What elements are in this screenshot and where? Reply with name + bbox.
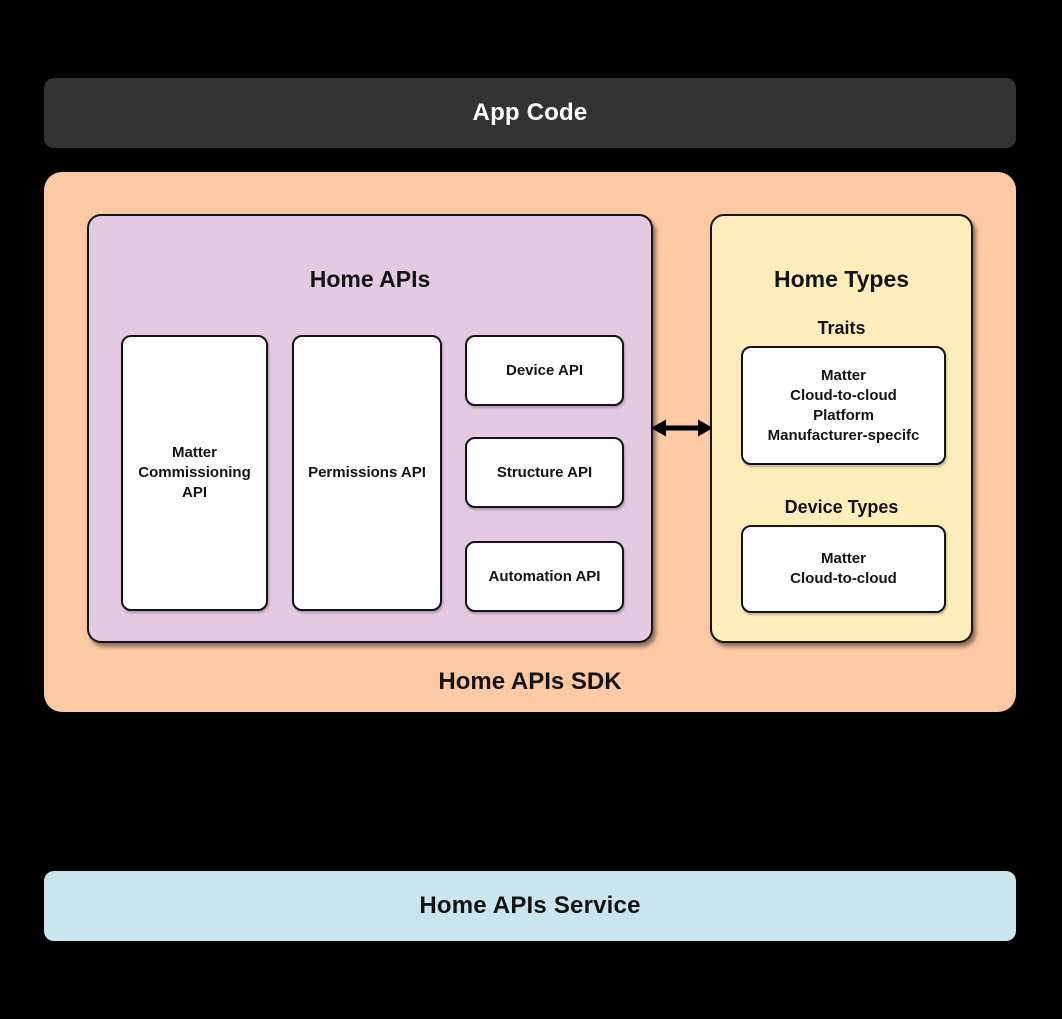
app-code-block: App Code	[44, 78, 1016, 148]
home-apis-sdk-block: Home APIs Matter Commissioning API Permi…	[44, 172, 1016, 712]
home-types-group: Home Types Traits Matter Cloud-to-cloud …	[710, 214, 973, 643]
device-types-card: Matter Cloud-to-cloud	[741, 525, 946, 613]
home-apis-sdk-label: Home APIs SDK	[438, 668, 622, 695]
bidirectional-arrow-icon	[651, 419, 713, 437]
home-apis-service-block: Home APIs Service	[44, 871, 1016, 941]
home-types-title: Home Types	[773, 266, 910, 292]
home-apis-title: Home APIs	[309, 266, 431, 292]
traits-card: Matter Cloud-to-cloud Platform Manufactu…	[741, 346, 946, 465]
automation-api-card: Automation API	[465, 541, 624, 612]
structure-api-card: Structure API	[465, 437, 624, 508]
traits-heading: Traits	[817, 318, 866, 338]
home-apis-service-label: Home APIs Service	[419, 892, 641, 919]
device-api-card: Device API	[465, 335, 624, 406]
home-apis-group: Home APIs Matter Commissioning API Permi…	[87, 214, 653, 643]
device-types-heading: Device Types	[784, 497, 899, 517]
matter-commissioning-api-card: Matter Commissioning API	[121, 335, 268, 611]
app-code-label: App Code	[472, 99, 588, 126]
permissions-api-card: Permissions API	[292, 335, 442, 611]
